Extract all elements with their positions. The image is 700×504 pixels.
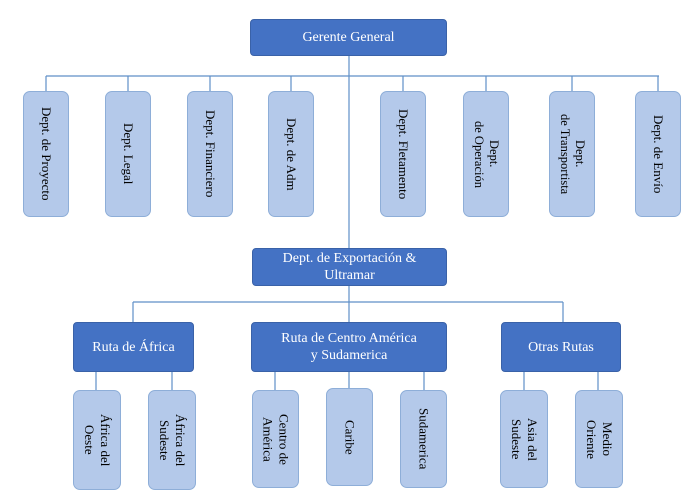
otras-rutas-box: Otras Rutas (501, 322, 621, 372)
centro-america-box: Centro de América (252, 390, 299, 488)
africa-sudeste-label: África del Sudeste (157, 413, 188, 467)
gerente-general-label: Gerente General (302, 30, 395, 45)
sudamerica-box: Sudamerica (400, 390, 447, 488)
ruta-africa-box: Ruta de África (73, 322, 194, 372)
dept-adm-box: Dept. de Adm (268, 91, 314, 217)
dept-envio-label: Dept. de Envío (651, 114, 666, 194)
dept-exportacion-label: Dept. de Exportación & Ultramar (282, 251, 417, 283)
otras-rutas-label: Otras Rutas (528, 339, 594, 355)
dept-proyecto-label: Dept. de Proyecto (39, 107, 54, 201)
dept-fletamento-label: Dept. Fletamento (396, 108, 411, 200)
ruta-africa-label: Ruta de África (92, 339, 175, 355)
ruta-centro-america-box: Ruta de Centro América y Sudamerica (251, 322, 447, 372)
asia-sudeste-label: Asia del Sudeste (509, 417, 540, 461)
dept-adm-label: Dept. de Adm (284, 117, 299, 191)
medio-oriente-label: Medio Oriente (584, 419, 615, 459)
gerente-general-box: Gerente General (250, 19, 447, 56)
caribe-label: Caribe (342, 419, 358, 455)
dept-legal-label: Dept. Legal (121, 123, 136, 185)
dept-envio-box: Dept. de Envío (635, 91, 681, 217)
africa-oeste-box: África del Oeste (73, 390, 121, 490)
dept-exportacion-box: Dept. de Exportación & Ultramar (252, 248, 447, 286)
ruta-centro-america-label: Ruta de Centro América y Sudamerica (281, 331, 417, 363)
centro-america-label: Centro de América (260, 413, 292, 465)
dept-financiero-box: Dept. Financiero (187, 91, 233, 217)
africa-sudeste-box: África del Sudeste (148, 390, 196, 490)
dept-transportista-box: Dept. de Transportista (549, 91, 595, 217)
africa-oeste-label: África del Oeste (82, 413, 113, 467)
dept-operacion-box: Dept. de Operación (463, 91, 509, 217)
medio-oriente-box: Medio Oriente (575, 390, 623, 488)
dept-proyecto-box: Dept. de Proyecto (23, 91, 69, 217)
dept-operacion-label: Dept. de Operación (472, 120, 501, 188)
dept-transportista-label: Dept. de Transportista (558, 113, 587, 195)
caribe-box: Caribe (326, 388, 373, 486)
dept-fletamento-box: Dept. Fletamento (380, 91, 426, 217)
asia-sudeste-box: Asia del Sudeste (500, 390, 548, 488)
sudamerica-label: Sudamerica (416, 408, 432, 470)
dept-legal-box: Dept. Legal (105, 91, 151, 217)
dept-financiero-label: Dept. Financiero (203, 110, 218, 198)
